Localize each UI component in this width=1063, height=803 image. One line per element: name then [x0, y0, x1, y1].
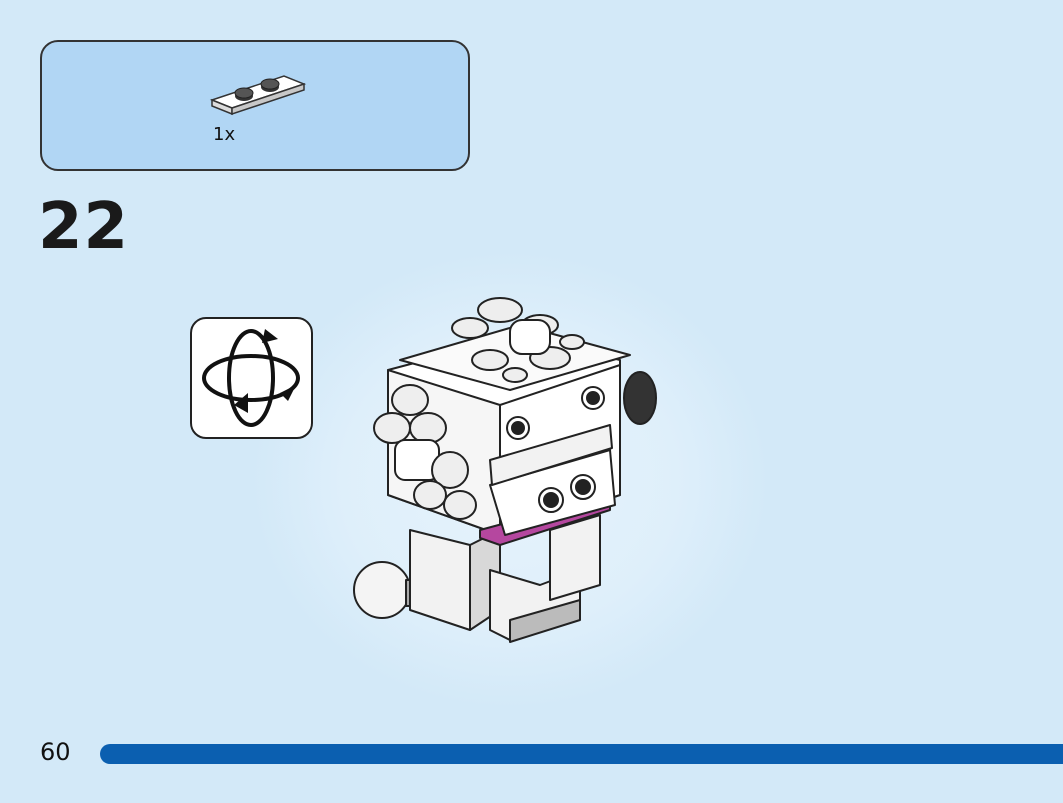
poodle-model-icon: [353, 297, 657, 643]
parts-callout: 1x: [40, 40, 470, 171]
progress-bar: [100, 744, 1063, 764]
rotate-model-icon: [190, 317, 313, 439]
plate-1x2-white-icon: [209, 75, 307, 116]
step-number: 22: [38, 190, 130, 264]
part-count: 1x: [213, 124, 236, 145]
page-number: 60: [40, 738, 71, 766]
rotate-arrows-icon: [202, 329, 300, 427]
